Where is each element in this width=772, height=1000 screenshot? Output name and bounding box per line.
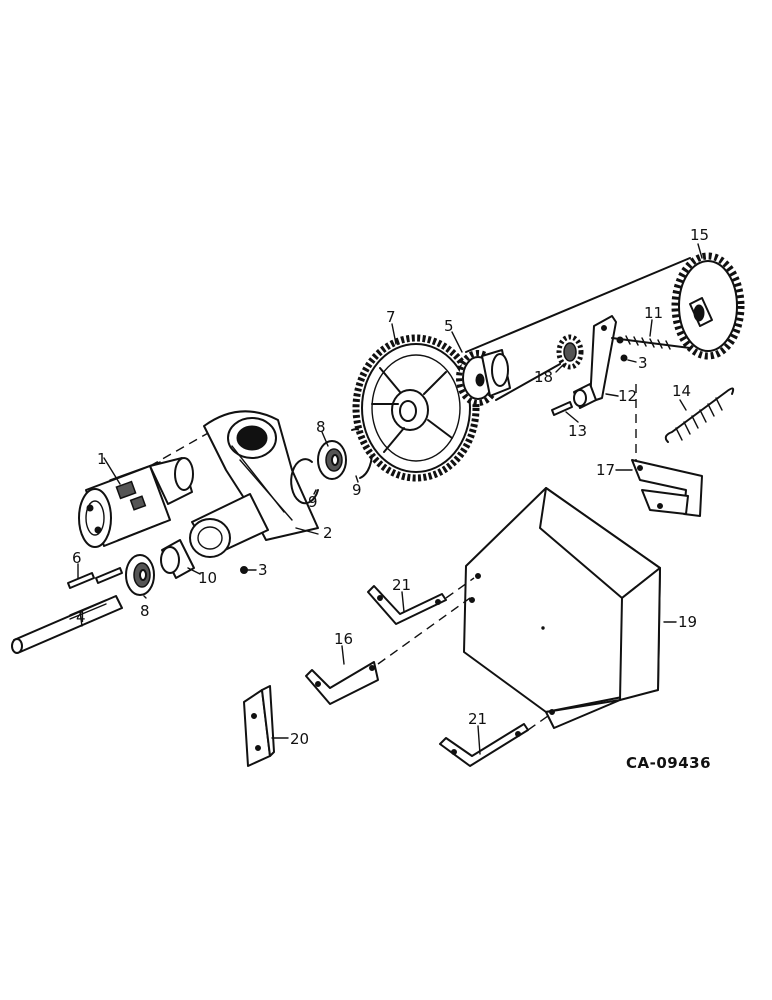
label-part-1: 1 xyxy=(97,450,107,468)
part-18-idler-sprocket xyxy=(556,334,584,370)
part-6-keys xyxy=(67,567,123,589)
label-part-2: 2 xyxy=(323,524,333,542)
label-part-11: 11 xyxy=(644,304,663,322)
part-labels: 1 2 3 4 5 6 7 8 8 9 9 10 11 12 13 14 15 … xyxy=(72,226,709,748)
label-part-8-left: 8 xyxy=(140,602,150,620)
label-part-6: 6 xyxy=(72,549,82,567)
part-1-motor xyxy=(78,431,211,548)
part-4-shaft xyxy=(11,595,123,654)
label-part-9-right: 9 xyxy=(352,481,362,499)
label-part-8-right: 8 xyxy=(316,418,326,436)
part-21-strap-upper xyxy=(367,585,447,625)
label-part-17: 17 xyxy=(596,461,615,479)
part-20-plate xyxy=(243,685,275,767)
label-part-13: 13 xyxy=(568,422,587,440)
leader-lines xyxy=(77,243,703,755)
part-10-bushing xyxy=(160,539,195,579)
label-part-3-left: 3 xyxy=(258,561,268,579)
label-part-15: 15 xyxy=(690,226,709,244)
part-11-adjusting-bolt xyxy=(611,335,691,350)
alignment-lines xyxy=(377,577,549,731)
label-part-9-left: 9 xyxy=(308,493,318,511)
label-part-14: 14 xyxy=(672,382,691,400)
label-part-20: 20 xyxy=(290,730,309,748)
part-17-bracket xyxy=(631,384,703,517)
label-part-19: 19 xyxy=(678,613,697,631)
part-5-sprocket xyxy=(456,349,511,406)
label-part-4: 4 xyxy=(76,608,86,626)
part-8-bearing-right xyxy=(317,440,347,480)
part-3-nut xyxy=(620,354,628,362)
label-part-3-right: 3 xyxy=(638,354,648,372)
part-16-strap xyxy=(305,661,379,705)
label-part-18: 18 xyxy=(534,368,553,386)
part-14-spring xyxy=(664,387,735,443)
label-part-12: 12 xyxy=(618,387,637,405)
part-15-large-sprocket xyxy=(671,252,745,360)
part-19-shield xyxy=(463,487,661,729)
part-12-tensioner-arm xyxy=(573,315,617,409)
label-part-5: 5 xyxy=(444,317,454,335)
label-part-10: 10 xyxy=(198,569,217,587)
part-7-large-gear xyxy=(352,334,480,482)
label-part-16: 16 xyxy=(334,630,353,648)
diagram-reference-code: CA-09436 xyxy=(626,754,711,772)
part-8-bearing-left xyxy=(125,554,155,596)
part-2-bracket xyxy=(189,410,319,558)
label-part-21-upper: 21 xyxy=(392,576,411,594)
chain xyxy=(465,257,691,401)
part-3-set-screw xyxy=(240,566,248,574)
part-13-pin xyxy=(551,401,573,416)
label-part-7: 7 xyxy=(386,308,396,326)
part-21-strap-lower xyxy=(439,723,529,767)
label-part-21-lower: 21 xyxy=(468,710,487,728)
